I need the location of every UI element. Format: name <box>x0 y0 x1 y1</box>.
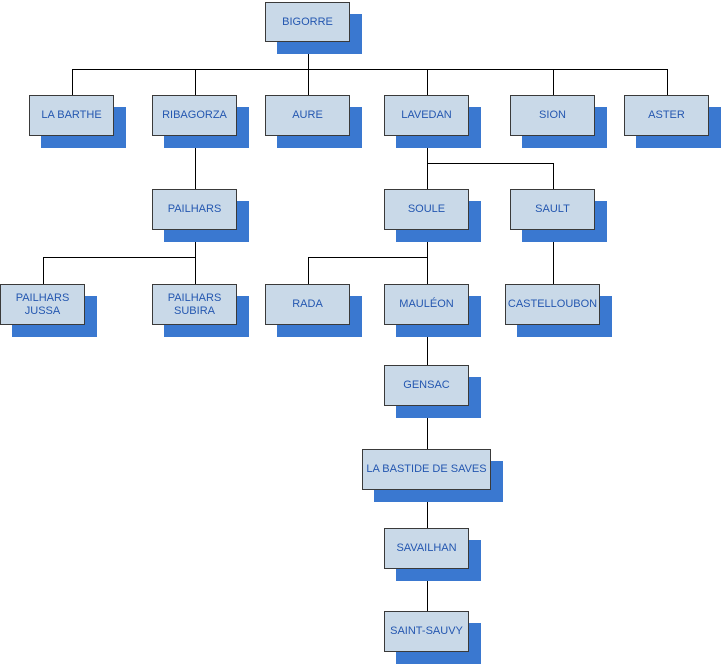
node-soule: SOULE <box>384 189 481 242</box>
node-la-barthe: LA BARTHE <box>29 95 126 148</box>
connector-line <box>308 257 309 284</box>
connector-line <box>427 230 428 257</box>
node-label: ASTER <box>624 95 709 136</box>
node-pailhars-jussa: PAILHARS JUSSA <box>0 284 97 337</box>
connector-line <box>553 69 554 95</box>
connector-line <box>195 136 196 189</box>
connector-line <box>43 257 44 284</box>
connector-line <box>308 69 309 95</box>
node-castelloubon: CASTELLOUBON <box>505 284 612 337</box>
node-label: PAILHARS <box>152 189 237 230</box>
connector-line <box>308 42 309 69</box>
connector-line <box>427 490 428 528</box>
node-mauleon: MAULÉON <box>384 284 481 337</box>
node-savailhan: SAVAILHAN <box>384 528 481 581</box>
connector-line <box>427 406 428 449</box>
node-lavedan: LAVEDAN <box>384 95 481 148</box>
node-label: SAINT-SAUVY <box>384 611 469 652</box>
node-label: RADA <box>265 284 350 325</box>
node-pailhars: PAILHARS <box>152 189 249 242</box>
node-label: BIGORRE <box>265 2 350 42</box>
connector-line <box>72 69 668 70</box>
node-label: SOULE <box>384 189 469 230</box>
connector-line <box>667 69 668 95</box>
node-sault: SAULT <box>510 189 607 242</box>
connector-line <box>195 257 196 284</box>
connector-line <box>427 136 428 163</box>
node-label: PAILHARS SUBIRA <box>152 284 237 325</box>
node-label: LA BASTIDE DE SAVES <box>362 449 491 490</box>
node-gensac: GENSAC <box>384 365 481 418</box>
node-aure: AURE <box>265 95 362 148</box>
node-label: CASTELLOUBON <box>505 284 600 325</box>
node-saint-sauvy: SAINT-SAUVY <box>384 611 481 664</box>
node-label: RIBAGORZA <box>152 95 237 136</box>
connector-line <box>195 230 196 257</box>
node-label: MAULÉON <box>384 284 469 325</box>
node-la-bastide-de-saves: LA BASTIDE DE SAVES <box>362 449 503 502</box>
connector-line <box>195 69 196 95</box>
node-label: LAVEDAN <box>384 95 469 136</box>
node-pailhars-subira: PAILHARS SUBIRA <box>152 284 249 337</box>
connector-line <box>553 163 554 189</box>
connector-line <box>427 163 554 164</box>
connector-line <box>427 69 428 95</box>
node-ribagorza: RIBAGORZA <box>152 95 249 148</box>
connector-line <box>427 257 428 284</box>
connector-line <box>427 569 428 611</box>
node-label: SION <box>510 95 595 136</box>
node-label: SAULT <box>510 189 595 230</box>
node-label: PAILHARS JUSSA <box>0 284 85 325</box>
connector-line <box>553 230 554 284</box>
connector-line <box>427 325 428 365</box>
connector-line <box>427 163 428 189</box>
node-label: AURE <box>265 95 350 136</box>
node-aster: ASTER <box>624 95 721 148</box>
node-label: SAVAILHAN <box>384 528 469 569</box>
node-label: LA BARTHE <box>29 95 114 136</box>
node-sion: SION <box>510 95 607 148</box>
node-rada: RADA <box>265 284 362 337</box>
connector-line <box>72 69 73 95</box>
connector-line <box>308 257 428 258</box>
connector-line <box>43 257 196 258</box>
node-bigorre: BIGORRE <box>265 2 362 54</box>
node-label: GENSAC <box>384 365 469 406</box>
